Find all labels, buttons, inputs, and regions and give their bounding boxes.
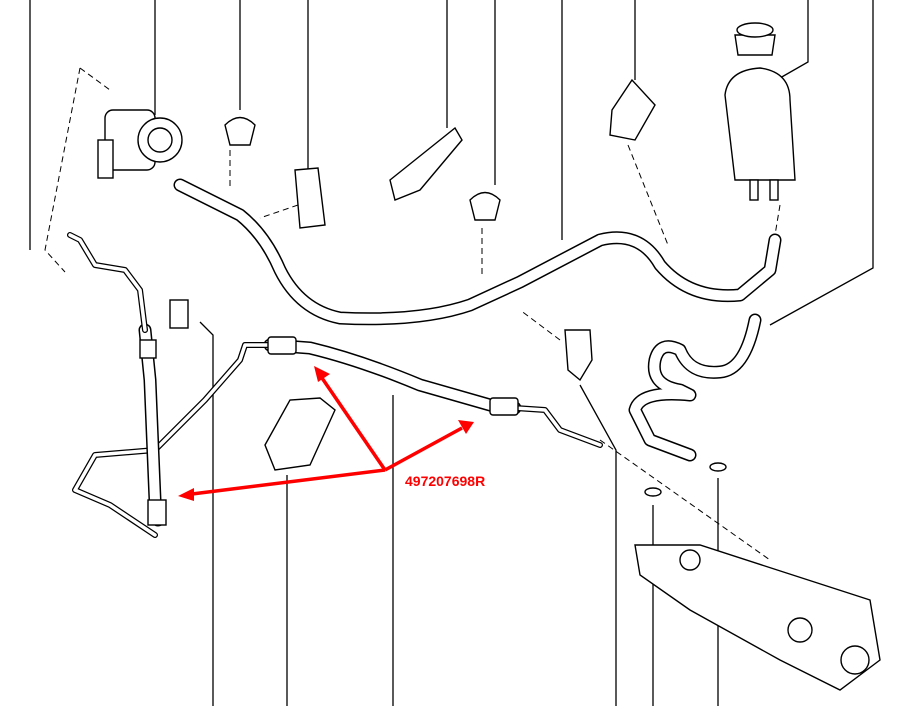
part-callout-arrows	[178, 366, 474, 501]
arrow-head	[178, 488, 194, 501]
arrow-to-pipe	[191, 468, 386, 496]
return-hose	[173, 178, 782, 462]
power-steering-pump	[97, 109, 183, 179]
fluid-reservoir	[724, 22, 796, 201]
arrow-head	[458, 420, 474, 434]
arrow-to-hose-fitting	[320, 377, 387, 471]
high-pressure-hose-left	[67, 232, 167, 527]
clips-brackets	[169, 78, 727, 497]
steering-rack	[634, 544, 881, 691]
arrow-to-hose-end	[384, 426, 463, 472]
leader-lines-top	[29, 0, 874, 326]
leader-lines-bottom	[199, 321, 719, 706]
assembly-dash-lines	[44, 67, 781, 561]
arrow-head	[314, 366, 330, 382]
part-number-label: 497207698R	[405, 473, 486, 489]
